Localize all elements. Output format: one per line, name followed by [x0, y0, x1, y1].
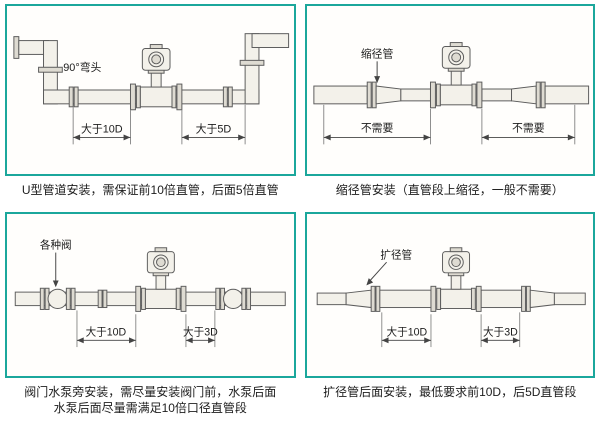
dim-left-label: 大于10D	[386, 326, 427, 339]
valve-label: 各种阀	[40, 239, 72, 252]
flowmeter-icon	[129, 44, 183, 111]
dim-left-label: 大于10D	[81, 121, 123, 135]
panel-reducer: 缩径管 不需要	[304, 4, 595, 176]
flowmeter-icon	[429, 42, 482, 109]
pipe-run	[316, 286, 586, 313]
dimension-right: 大于5D	[181, 104, 246, 145]
flowmeter-icon	[429, 247, 482, 313]
valve-pipe-diagram: 各种阀 大于10D	[14, 239, 286, 348]
caption-valve-line1: 阀门水泵旁安装，需尽量安装阀门前，水泵后面	[24, 385, 277, 400]
u-type-pipe-diagram: 90°弯头 大于10D 大	[13, 33, 290, 145]
dim-right-label: 大于3D	[183, 326, 218, 339]
part-callout: 各种阀	[40, 239, 72, 288]
dimension-left: 大于10D	[380, 312, 431, 348]
pipe-run	[13, 33, 290, 108]
dim-right-label: 大于3D	[483, 326, 518, 339]
pipe-run	[312, 81, 589, 109]
dim-left-label: 大于10D	[86, 326, 127, 339]
caption-reducer: 缩径管安装（直管段上缩径，一般不需要）	[335, 183, 564, 197]
dim-right-label: 大于5D	[196, 121, 232, 135]
caption-valve-line2: 水泵后面尽量需满足10倍口径直管段	[53, 401, 247, 416]
reducer-pipe-diagram: 缩径管 不需要	[312, 42, 589, 145]
caption-valve: 阀门水泵旁安装，需尽量安装阀门前，水泵后面 水泵后面尽量需满足10倍口径直管段	[5, 378, 296, 420]
panel-valve: 各种阀 大于10D	[5, 212, 296, 379]
flowmeter-icon	[135, 247, 187, 313]
caption-u-type: U型管道安装，需保证前10倍直管，后面5倍直管	[21, 183, 279, 197]
dimension-left: 大于10D	[76, 310, 137, 348]
panel-u-type: 90°弯头 大于10D 大	[5, 4, 296, 176]
expander-pipe-diagram: 扩径管 大于10D	[316, 247, 586, 348]
valve-icon-left	[39, 287, 76, 311]
dimension-left: 不需要	[322, 104, 431, 145]
part-callout: 缩径管	[360, 46, 393, 84]
caption-expander: 扩径管后面安装，最低要求前10D，后5D直管段	[323, 385, 577, 400]
dim-right-label: 不需要	[512, 122, 545, 135]
dimension-right: 大于3D	[183, 310, 218, 348]
valve-icon-right	[215, 287, 252, 311]
panel-expander: 扩径管 大于10D	[304, 212, 595, 379]
dimension-left: 大于10D	[72, 106, 131, 145]
dimension-right: 不需要	[480, 104, 575, 145]
dimension-right: 大于3D	[480, 312, 520, 348]
reducer-label: 缩径管	[360, 46, 393, 60]
elbow-label: 90°弯头	[63, 60, 101, 74]
part-callout: 扩径管	[365, 249, 412, 286]
dim-left-label: 不需要	[360, 122, 393, 135]
expander-label: 扩径管	[380, 249, 412, 262]
